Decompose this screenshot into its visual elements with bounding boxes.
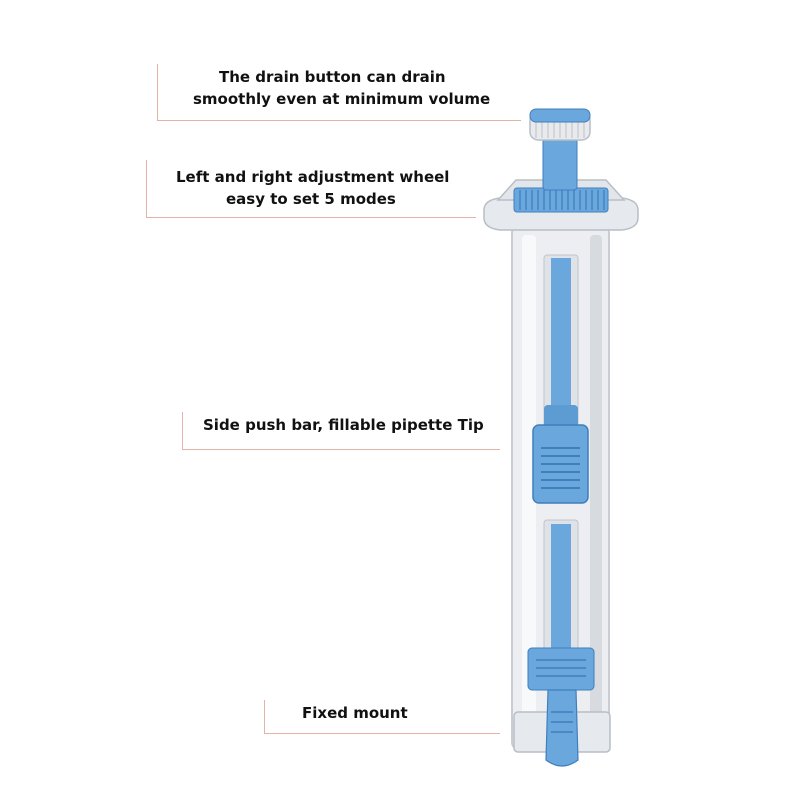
callout-vertical-line — [157, 64, 158, 120]
callout-horizontal-line — [182, 449, 500, 450]
lower-blue-rail — [551, 524, 571, 654]
adjustment-wheel — [513, 187, 609, 213]
drain-knob — [529, 108, 591, 141]
callout-label-line-1: Side push bar, fillable pipette Tip — [203, 416, 484, 434]
callout-horizontal-line — [157, 120, 521, 121]
fixed-mount-clip — [513, 647, 611, 767]
callout-vertical-line — [182, 412, 183, 449]
plunger-stem — [542, 135, 578, 191]
callout-horizontal-line — [264, 733, 500, 734]
callout-label-line-2: easy to set 5 modes — [226, 190, 396, 208]
upper-blue-rail — [551, 258, 571, 453]
callout-label-line-1: Left and right adjustment wheel — [176, 168, 450, 186]
callout-horizontal-line — [146, 217, 476, 218]
side-push-slider — [532, 405, 589, 504]
callout-label-line-1: Fixed mount — [302, 704, 408, 722]
callout-vertical-line — [146, 160, 147, 217]
body-highlight — [522, 235, 536, 740]
callout-vertical-line — [264, 700, 265, 733]
callout-label-line-2: smoothly even at minimum volume — [193, 90, 491, 108]
body-shade — [590, 235, 602, 740]
callout-label-line-1: The drain button can drain — [219, 68, 446, 86]
